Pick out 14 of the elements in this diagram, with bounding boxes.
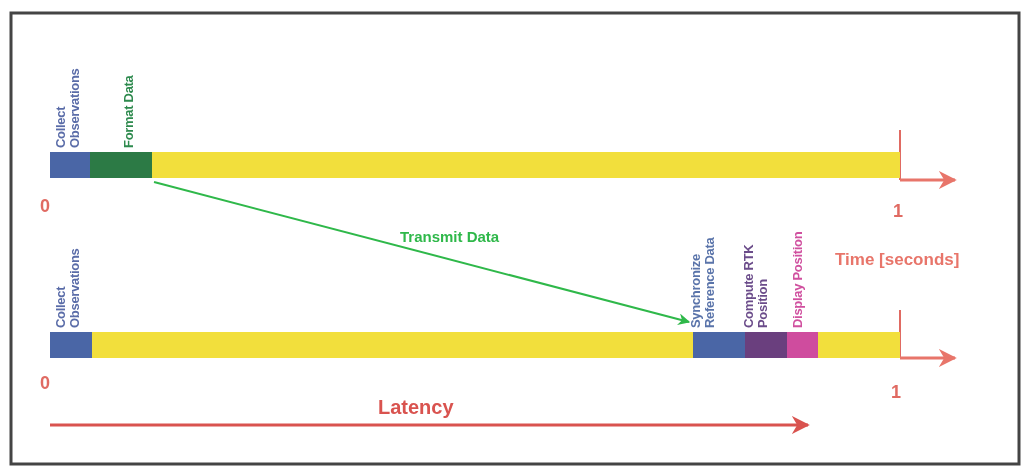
edge-label: Transmit Data <box>398 228 502 245</box>
axis-tick-label: 0 <box>40 373 50 394</box>
axis-title: Time [seconds] <box>835 250 960 270</box>
axis-tick-label: 0 <box>40 196 50 217</box>
latency-label: Latency <box>378 396 454 419</box>
step-label: Format Data <box>122 74 136 148</box>
arrow <box>153 181 691 326</box>
step-label: Compute RTK Position <box>742 243 770 328</box>
step-label: Collect Observations <box>54 67 82 148</box>
step-label: Synchronize Reference Data <box>689 236 717 328</box>
axis-tick-label: 1 <box>891 382 901 403</box>
step-label: Display Position <box>791 230 805 328</box>
axis-tick-label: 1 <box>893 201 903 222</box>
step-label: Collect Observations <box>54 247 82 328</box>
